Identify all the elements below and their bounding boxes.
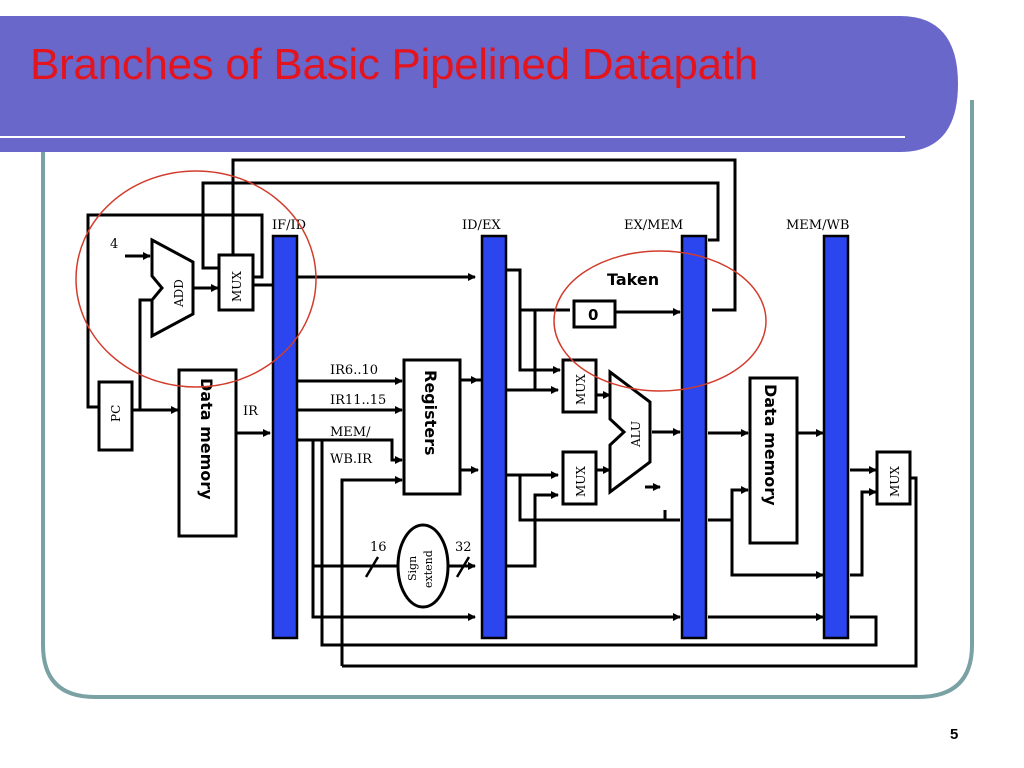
wire-ifid-down xyxy=(311,440,476,621)
sign-extend-unit xyxy=(396,523,450,609)
alu-mux-bottom-label: MUX xyxy=(574,466,588,497)
alu xyxy=(608,369,652,495)
highlight-branch-taken xyxy=(553,250,767,392)
wires xyxy=(86,158,918,668)
data-memory xyxy=(748,376,799,545)
extend-label: extend xyxy=(422,550,435,588)
slide-number: 5 xyxy=(950,726,959,743)
content-border xyxy=(41,100,974,699)
wb-mux-label: MUX xyxy=(888,466,902,497)
alu-mux-top-label: MUX xyxy=(574,374,588,405)
register-file-label: Registers xyxy=(421,370,440,456)
wb-mux xyxy=(875,450,912,506)
mem-wb-ir-label-1: MEM/ xyxy=(330,425,371,440)
pc-label: PC xyxy=(109,405,123,422)
data-memory-label: Data memory xyxy=(761,384,780,506)
wire-wdata-mem xyxy=(708,486,749,522)
pc-mux xyxy=(217,253,255,312)
wire-branch-target xyxy=(201,181,720,270)
instruction-memory-label: Data memory xyxy=(197,378,216,500)
bus-width-ticks xyxy=(364,556,471,578)
pipeline-register-mem-wb xyxy=(822,234,850,640)
wire-imm-mux xyxy=(507,491,559,568)
ir-6-10-label: IR6..10 xyxy=(330,363,378,378)
wire-npc-zero xyxy=(507,268,570,312)
pc-register xyxy=(97,380,134,452)
label-id-ex: ID/EX xyxy=(462,218,501,233)
wire-b-down xyxy=(518,475,667,522)
ir-11-15-label: IR11..15 xyxy=(330,393,386,408)
pipeline-register-id-ex xyxy=(480,234,508,640)
adder-label: ADD xyxy=(172,279,186,308)
title-bar xyxy=(0,16,958,152)
alu-label: ALU xyxy=(629,421,643,448)
register-file xyxy=(402,358,462,496)
label-mem-wb: MEM/WB xyxy=(786,218,849,233)
bits-16-label: 16 xyxy=(370,540,387,555)
alu-mux-top xyxy=(561,358,598,414)
wire-wb-ir-loop xyxy=(320,440,878,647)
zero-label: 0 xyxy=(588,306,598,324)
zero-test-box xyxy=(572,299,617,329)
pc-mux-label: MUX xyxy=(230,271,244,302)
highlight-pc-select xyxy=(75,170,317,388)
wire-taken-select xyxy=(231,158,737,312)
const-four: 4 xyxy=(110,237,118,252)
adder xyxy=(150,237,195,339)
sign-label: Sign xyxy=(406,556,419,581)
wire-aluout-memwb xyxy=(730,520,824,579)
label-ex-mem: EX/MEM xyxy=(624,218,683,233)
wire-npc-mux xyxy=(518,310,561,374)
pipeline-register-if-id xyxy=(271,234,299,640)
mem-wb-ir-label-2: WB.IR xyxy=(330,452,373,467)
wire-pc-loop xyxy=(86,213,264,409)
wire-wb-loop xyxy=(342,476,918,668)
taken-label: Taken xyxy=(607,270,659,289)
alu-mux-bottom xyxy=(561,450,598,506)
pipeline-register-ex-mem xyxy=(680,234,708,640)
bits-32-label: 32 xyxy=(455,540,472,555)
instruction-memory xyxy=(177,368,238,538)
wire-write-data xyxy=(340,476,403,666)
ir-label: IR xyxy=(243,404,259,419)
slide-title: Branches of Basic Pipelined Datapath xyxy=(30,40,758,89)
wire-pc-to-add xyxy=(138,298,152,410)
wire-wb-ir xyxy=(297,438,403,464)
wire-memwb-mux2 xyxy=(850,488,877,577)
